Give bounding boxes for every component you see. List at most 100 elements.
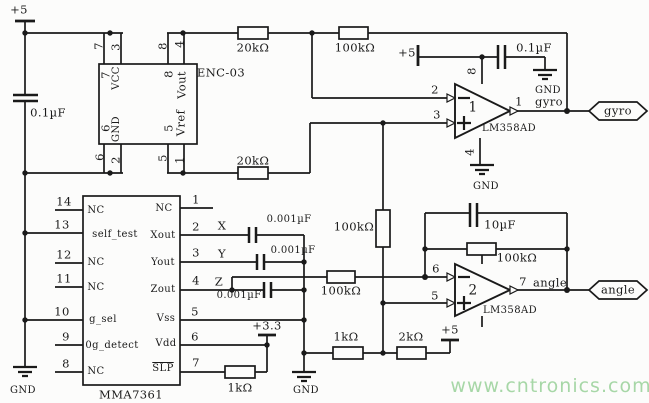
signal-label-x: X bbox=[217, 218, 227, 233]
junction-dots bbox=[22, 30, 570, 356]
mma-pin-label-nc4: NC bbox=[87, 366, 105, 377]
mma-pin-num-13: 13 bbox=[54, 217, 70, 232]
cap-label-angle-fb: 10µF bbox=[484, 217, 516, 232]
gyro-tag-shape bbox=[587, 101, 649, 121]
enc03-inner-gnd: GND bbox=[111, 116, 122, 142]
mma-pin-num-11: 11 bbox=[56, 271, 72, 286]
mma-pin-label-vss: Vss bbox=[156, 313, 176, 324]
gnd-label-opamp1: GND bbox=[473, 181, 499, 192]
opamp2-pin-noninv: 5 bbox=[431, 288, 439, 303]
mma-pin-label-nc3: NC bbox=[87, 282, 105, 293]
mma-pin-label-zout: Zout bbox=[150, 284, 176, 295]
opamp1-part: LM358AD bbox=[481, 123, 537, 134]
input-arrow bbox=[446, 93, 457, 103]
opamp2-part: LM358AD bbox=[482, 305, 538, 316]
opamp2-pin-inv: 6 bbox=[432, 261, 440, 276]
cap-label-opamp1: 0.1µF bbox=[516, 40, 552, 55]
mma-pin-label-0gdetect: 0g_detect bbox=[85, 340, 139, 351]
mma-pin-num-9: 9 bbox=[62, 329, 70, 344]
mma-pin-num-8: 8 bbox=[62, 356, 70, 371]
opamp2-symbol bbox=[446, 262, 520, 318]
output-arrow bbox=[509, 285, 520, 295]
resistor-gyro-in bbox=[237, 26, 269, 40]
resistor-label-div-low: 1kΩ bbox=[333, 329, 359, 344]
mma-pin-label-nc-r: NC bbox=[155, 203, 173, 214]
mma-pin-num-14: 14 bbox=[56, 194, 72, 209]
mma7361-name: MMA7361 bbox=[99, 387, 163, 402]
mma-pin-num-2: 2 bbox=[192, 219, 200, 234]
input-arrow bbox=[446, 298, 457, 308]
ic-boxes bbox=[82, 63, 198, 386]
enc03-pin-tr1: 8 bbox=[155, 42, 170, 50]
watermark: www.cntronics.com bbox=[450, 375, 649, 397]
ground-symbols bbox=[13, 68, 557, 383]
opamp1-designator: 1 bbox=[468, 99, 478, 116]
resistor-slp bbox=[224, 365, 256, 379]
cap-label-x: 0.001µF bbox=[266, 214, 312, 225]
enc03-pin-tl2: 3 bbox=[108, 43, 123, 51]
resistor-div-high bbox=[396, 346, 427, 360]
input-arrow bbox=[446, 118, 457, 128]
mma-pin-num-1: 1 bbox=[192, 192, 200, 207]
cap-label-z: 0.001µF bbox=[216, 290, 262, 301]
resistor-label-angle-fb: 100kΩ bbox=[496, 250, 538, 265]
resistor-label-gyro-ref: 20kΩ bbox=[236, 153, 270, 168]
enc03-inner-8: 8 bbox=[161, 70, 176, 78]
net-tag-shapes bbox=[587, 101, 649, 300]
resistor-label-div-high: 2kΩ bbox=[398, 329, 424, 344]
mma-pin-label-nc2: NC bbox=[87, 257, 105, 268]
cap-label-supply: 0.1µF bbox=[30, 105, 66, 120]
angle-tag-text: angle bbox=[600, 282, 636, 297]
mma7361-box bbox=[82, 195, 181, 386]
opamp1-pin-out: 1 bbox=[515, 94, 523, 109]
supply-label-opamp1: +5 bbox=[398, 45, 416, 60]
mma-pin-label-gsel: g_sel bbox=[89, 314, 117, 325]
resistor-gyro-fb bbox=[338, 26, 369, 40]
input-arrow bbox=[446, 272, 457, 282]
opamp1-symbol bbox=[446, 82, 520, 140]
resistor-bias bbox=[375, 209, 391, 248]
supply-label-33: +3.3 bbox=[252, 318, 282, 333]
wires bbox=[24, 21, 589, 373]
capacitor-plates bbox=[13, 45, 507, 298]
supply-bars bbox=[15, 19, 459, 342]
enc03-inner-vcc: VCC bbox=[111, 66, 122, 90]
supply-label-main: +5 bbox=[10, 2, 28, 17]
resistor-label-slp: 1kΩ bbox=[227, 380, 253, 395]
enc03-pin-bl2: 2 bbox=[108, 156, 123, 164]
resistor-label-gyro-fb: 100kΩ bbox=[334, 40, 376, 55]
gyro-tag-text: gyro bbox=[604, 103, 632, 118]
mma-pin-label-selftest: self_test bbox=[92, 229, 138, 240]
mma-pin-label-slp: SLP bbox=[152, 363, 174, 374]
enc03-pin-tr2: 4 bbox=[172, 40, 187, 48]
gnd-label-mid: GND bbox=[293, 385, 319, 396]
angle-tag-shape bbox=[587, 280, 649, 300]
mma-pin-num-6: 6 bbox=[191, 329, 199, 344]
mma-pin-label-xout: Xout bbox=[150, 230, 176, 241]
resistor-gyro-ref bbox=[237, 166, 269, 180]
mma-pin-num-7: 7 bbox=[192, 355, 200, 370]
opamp1-out-label: gyro bbox=[535, 94, 563, 109]
enc03-inner-vref: Vref bbox=[173, 109, 188, 137]
signal-label-z: Z bbox=[214, 274, 224, 289]
opamp1-pin-vcc: 8 bbox=[464, 67, 479, 75]
enc03-inner-vout: Vout bbox=[174, 71, 189, 99]
gnd-label-left: GND bbox=[10, 385, 36, 396]
cap-label-y: 0.001µF bbox=[270, 245, 316, 256]
resistor-label-bias: 100kΩ bbox=[333, 219, 375, 234]
mma-pin-label-nc1: NC bbox=[87, 205, 105, 216]
enc03-name: ENC-03 bbox=[196, 65, 246, 80]
mma-pin-label-vdd: Vdd bbox=[155, 338, 177, 349]
resistor-angle-fb bbox=[466, 242, 497, 256]
opamp1-pin-inv: 2 bbox=[431, 82, 439, 97]
opamp2-designator: 2 bbox=[468, 282, 478, 299]
supply-label-divider: +5 bbox=[441, 322, 459, 337]
resistor-z-in bbox=[326, 270, 356, 284]
resistor-div-low bbox=[332, 346, 364, 360]
mma-pin-num-12: 12 bbox=[56, 247, 72, 262]
mma-pin-label-yout: Yout bbox=[151, 257, 175, 268]
resistor-label-gyro-in: 20kΩ bbox=[236, 40, 270, 55]
opamp1-pin-gnd: 4 bbox=[462, 148, 477, 156]
